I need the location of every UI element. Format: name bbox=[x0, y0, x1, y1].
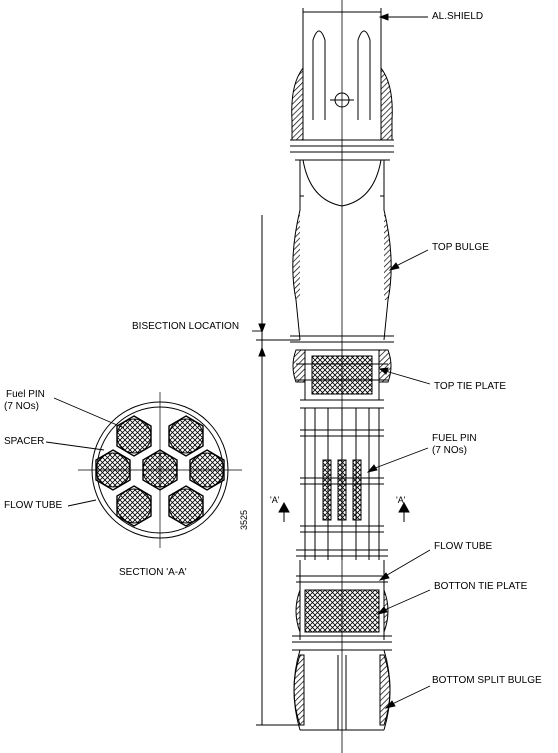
label-flow-tube-left: FLOW TUBE bbox=[4, 500, 63, 511]
label-dimension: 3525 bbox=[239, 509, 249, 530]
label-section-mark-right: 'A' bbox=[396, 495, 406, 505]
label-section-mark-left: 'A' bbox=[270, 495, 280, 505]
section-arrow-left bbox=[278, 501, 290, 522]
label-section-title: SECTION 'A-A' bbox=[119, 567, 187, 578]
fuel-pin-bundle bbox=[296, 408, 388, 560]
label-bottom-split-bulge: BOTTOM SPLIT BULGE bbox=[432, 675, 542, 686]
label-spacer: SPACER bbox=[4, 436, 45, 447]
top-tie-plate-region bbox=[292, 349, 392, 409]
top-bulge bbox=[292, 160, 392, 341]
label-top-bulge: TOP BULGE bbox=[432, 242, 489, 253]
section-a-a bbox=[45, 392, 242, 548]
upper-collar bbox=[290, 139, 394, 207]
bottom-split-bulge bbox=[293, 649, 391, 731]
leader-lines-right bbox=[252, 13, 431, 709]
label-flow-tube-right: FLOW TUBE bbox=[434, 541, 493, 552]
label-top-tie-plate: TOP TIE PLATE bbox=[434, 381, 507, 392]
label-fuel-pin-left-count: (7 NOs) bbox=[4, 401, 39, 412]
label-botton-tie-plate: BOTTON TIE PLATE bbox=[434, 581, 528, 592]
label-bisection-location: BISECTION LOCATION bbox=[132, 321, 240, 332]
bottom-tie-plate-region bbox=[292, 560, 392, 651]
label-al-shield: AL.SHIELD bbox=[432, 11, 484, 22]
label-fuel-pin-left: Fuel PIN bbox=[6, 389, 45, 400]
dimension-line bbox=[256, 215, 300, 726]
assembly-elevation bbox=[256, 0, 410, 753]
fuel-pins bbox=[95, 418, 225, 524]
upper-bulge-hatching bbox=[291, 66, 393, 141]
section-arrow-right bbox=[398, 501, 410, 522]
label-fuel-pin-right-count: (7 NOs) bbox=[432, 445, 467, 456]
spacer bbox=[95, 415, 225, 527]
label-fuel-pin-right: FUEL PIN bbox=[432, 433, 477, 444]
